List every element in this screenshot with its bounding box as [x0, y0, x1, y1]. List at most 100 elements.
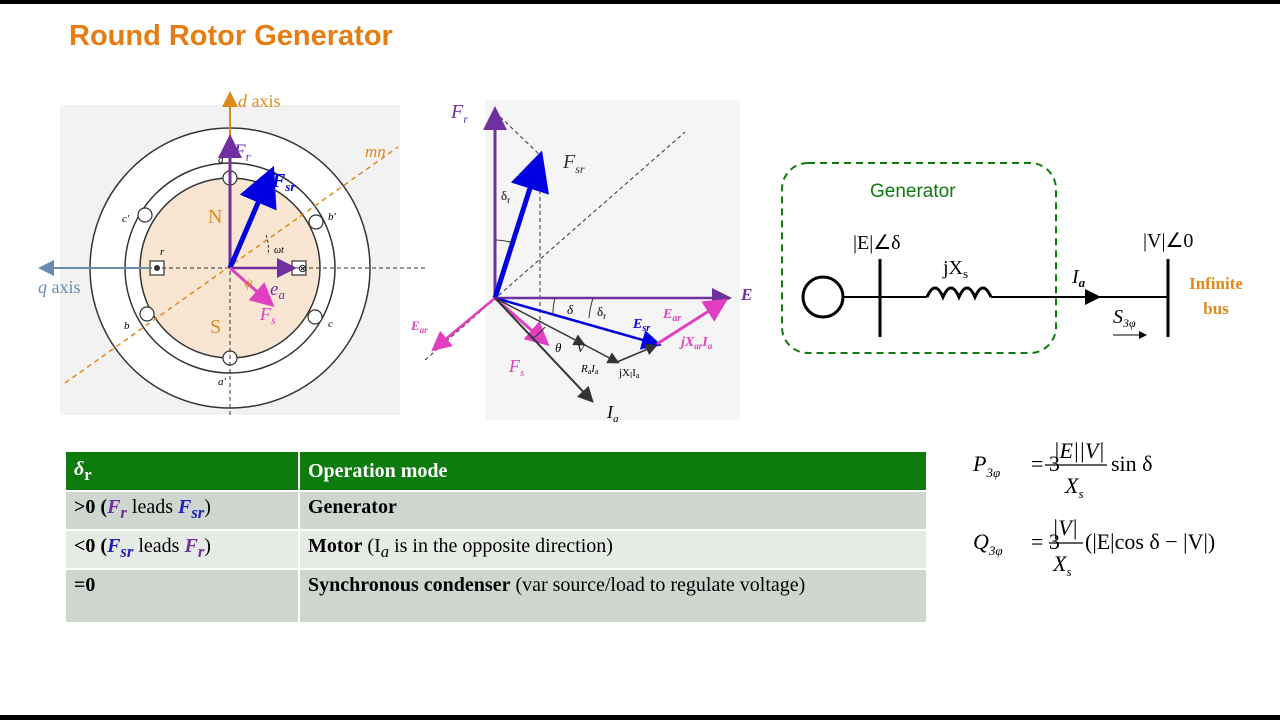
machine-cross-section: ⊗ d axis q axis mn N S Fr Fsr ea Fs ψ ωt…	[38, 91, 425, 415]
e-label: E	[740, 285, 752, 304]
fsr-sub: sr	[284, 179, 296, 194]
mn-label: mn	[365, 142, 386, 161]
q-numerator: |V|	[1052, 515, 1078, 540]
svg-text:Fr: Fr	[450, 101, 468, 126]
svg-text:d axis: d axis	[238, 91, 281, 111]
jxar-i: I	[701, 335, 708, 350]
infinite-bus-label-2: bus	[1203, 299, 1229, 318]
esr-label: E	[632, 317, 642, 332]
row2-mode-rest2: is in the opposite direction)	[389, 535, 613, 557]
ia-label: I	[606, 402, 614, 422]
fsr-vector	[227, 165, 277, 269]
pole-s: S	[210, 316, 221, 338]
raia-sub: a	[588, 367, 592, 376]
ea-sub: a	[278, 287, 285, 302]
conductor-cross: ⊗	[298, 263, 307, 275]
q-axis-word: axis	[47, 277, 81, 297]
p-den-sub: s	[1078, 486, 1083, 501]
phasor-fr-label: F	[450, 101, 464, 123]
svg-text:jXs: jXs	[942, 257, 968, 281]
row1-leads: leads	[126, 496, 178, 518]
q-tail: (|E|cos δ − |V|)	[1085, 529, 1215, 554]
psi-label: ψ	[244, 276, 253, 291]
fr-label: F	[233, 141, 246, 162]
svg-text:P3φ: P3φ	[972, 451, 1000, 480]
svg-text:δr: δr	[597, 304, 606, 321]
p-symbol: P	[972, 451, 986, 476]
row1-mode: Generator	[299, 491, 928, 531]
svg-text:δr: δr	[501, 188, 510, 205]
row2-fr: F	[184, 535, 198, 557]
row2-fr-sub: r	[197, 542, 205, 561]
theta-label: θ	[555, 340, 562, 355]
svg-text:S3φ: S3φ	[1113, 306, 1136, 330]
raia-i-sub: a	[595, 367, 599, 376]
delta-arc	[552, 297, 556, 316]
p-sub: 3φ	[985, 465, 1000, 480]
phasor-fsr-label: F	[562, 151, 576, 173]
svg-text:Esr: Esr	[632, 317, 650, 334]
wt-arc	[265, 234, 269, 256]
svg-text:Xs: Xs	[1064, 473, 1084, 501]
jxar-phasor	[656, 298, 729, 346]
reactance-label: jX	[942, 257, 964, 279]
row2-fsr-sub: sr	[120, 542, 134, 561]
label-a-prime: a′	[218, 376, 227, 388]
svg-text:jXarIa: jXarIa	[679, 335, 713, 351]
phasor-fs-sub: s	[520, 367, 524, 379]
header-operation-mode: Operation mode	[299, 452, 928, 492]
row2-end: )	[204, 535, 211, 557]
row2-mode: Motor (Ia is in the opposite direction)	[299, 530, 928, 570]
label-b-prime: b′	[328, 211, 337, 223]
q-equals: = 3	[1031, 529, 1060, 554]
delta-label: δ	[567, 302, 574, 317]
operation-mode-table: δr Operation mode >0 (Fr leads Fsr) Gene…	[66, 452, 928, 624]
row2-mode-bold: Motor	[308, 535, 363, 557]
e-angle-label: |E|∠δ	[853, 232, 901, 254]
row1-end: )	[204, 496, 211, 518]
table-row: >0 (Fr leads Fsr) Generator	[66, 491, 928, 531]
ear-label-left: E	[410, 318, 420, 333]
phasor-diagram: Fr Fsr δr δ δr E Esr Ear jXarIa Ear Fs I…	[410, 100, 752, 425]
q-sub: 3φ	[988, 543, 1003, 558]
source-symbol	[801, 275, 845, 319]
q-denominator: X	[1052, 551, 1068, 576]
p-equals: = 3	[1031, 451, 1060, 476]
delta-r-sub: r	[507, 195, 510, 205]
esr-sub: sr	[641, 323, 650, 334]
header-delta: δ	[74, 457, 85, 480]
fsr-phasor	[492, 150, 549, 299]
power-sub: 3φ	[1122, 316, 1136, 330]
svg-text:ea: ea	[270, 279, 285, 302]
theta-arc	[532, 326, 546, 339]
row1-fr: F	[107, 496, 121, 518]
jxlia-phasor	[616, 343, 658, 363]
ia-sub: a	[613, 413, 619, 425]
fs-sub: s	[271, 313, 276, 327]
label-r: r	[160, 246, 165, 258]
svg-text:Fsr: Fsr	[271, 170, 296, 194]
jxar-sub: ar	[694, 341, 703, 351]
p-numerator: |E||V|	[1053, 438, 1104, 463]
bottom-border	[0, 715, 1280, 720]
jxlia-label: jX	[618, 367, 630, 379]
page-title: Round Rotor Generator	[69, 20, 393, 52]
row3-mode-rest: (var source/load to regulate voltage)	[510, 574, 806, 596]
svg-text:Xs: Xs	[1052, 551, 1072, 579]
svg-text:Ear: Ear	[662, 307, 681, 324]
header-delta-sub: r	[84, 464, 92, 484]
q-symbol: Q	[973, 529, 989, 554]
svg-text:Ia: Ia	[1071, 266, 1086, 290]
ear-phasor	[431, 297, 496, 352]
q-den-sub: s	[1066, 564, 1071, 579]
fr-sub: r	[246, 149, 252, 164]
slot-c	[307, 309, 323, 325]
generator-box	[781, 162, 1057, 354]
row1-fsr-sub: sr	[191, 503, 205, 522]
power-equations: P3φ = 3 |E||V| Xs sin δ Q3φ = 3 |V| Xs (…	[972, 438, 1215, 579]
jxar-i-sub: a	[708, 341, 713, 351]
row1-condition: >0 (Fr leads Fsr)	[66, 491, 300, 531]
fs-vector	[229, 266, 275, 307]
ea-label: e	[270, 279, 278, 300]
reactance-sub: s	[963, 266, 968, 281]
